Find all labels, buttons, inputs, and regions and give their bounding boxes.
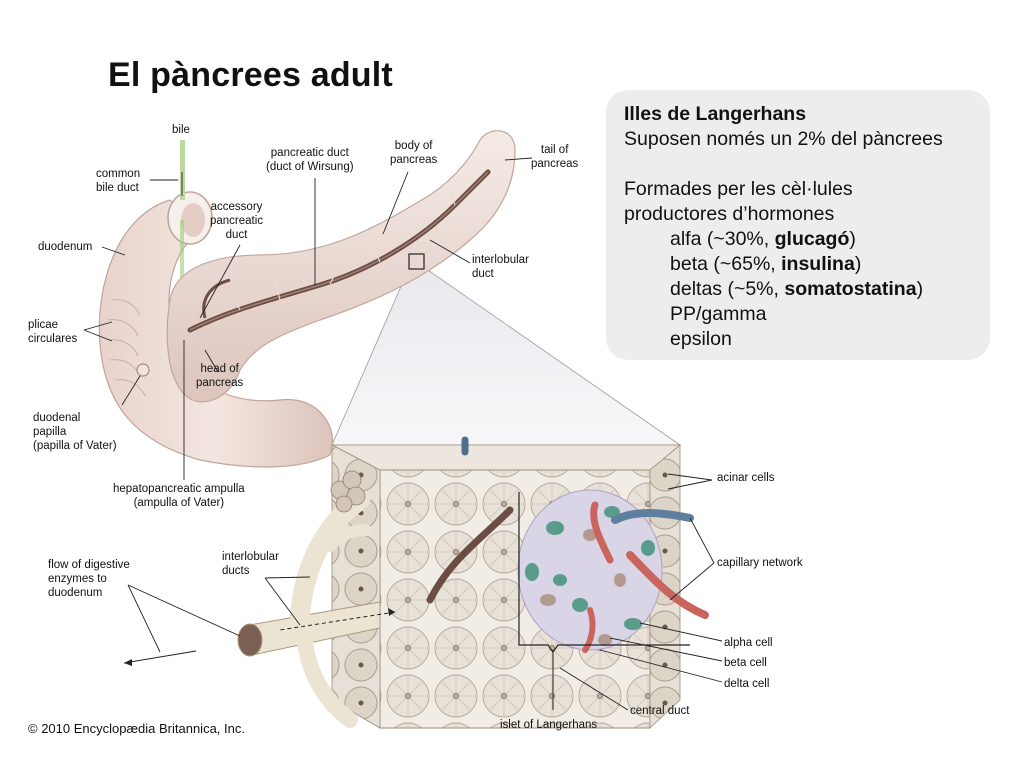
duodenal-papilla xyxy=(136,363,150,377)
cell-type-delta: deltas (~5%, somatostatina) xyxy=(670,278,924,300)
islets-info-box: Illes de Langerhans Suposen només un 2% … xyxy=(606,90,990,360)
acini-cluster xyxy=(330,470,366,513)
alpha-cells xyxy=(525,506,655,630)
label-delta-cell: delta cell xyxy=(724,678,770,690)
leader-lines xyxy=(83,157,723,711)
copyright-notice: © 2010 Encyclopædia Britannica, Inc. xyxy=(28,721,245,736)
pancreas-body xyxy=(166,130,516,403)
label-bile: bile xyxy=(172,124,190,136)
label-acinar-cells: acinar cells xyxy=(717,472,775,484)
page-title: El pàncrees adult xyxy=(108,56,393,94)
label-hepatopancreatic-ampulla: hepatopancreatic ampulla(ampulla of Vate… xyxy=(113,483,245,509)
info-heading: Illes de Langerhans xyxy=(624,103,807,125)
islet-bracket xyxy=(518,492,690,654)
label-islet-of-langerhans: islet of Langerhans xyxy=(500,719,598,731)
capillaries xyxy=(461,436,709,653)
cell-type-alpha: alfa (~30%, glucagó) xyxy=(670,228,856,250)
common-bile-duct xyxy=(180,140,185,200)
beta-cells xyxy=(540,529,626,646)
label-duodenum: duodenum xyxy=(38,241,93,253)
tissue-block-top xyxy=(331,444,682,471)
label-alpha-cell: alpha cell xyxy=(724,637,773,649)
label-capillary-network: capillary network xyxy=(717,557,803,569)
selection-box xyxy=(408,253,425,270)
cell-type-pp-gamma: PP/gamma xyxy=(670,303,767,325)
info-line-formed: Formades per les cèl·lules xyxy=(624,178,853,200)
block-central-duct xyxy=(426,506,514,604)
plicae-circulares xyxy=(107,299,146,397)
cell-type-epsilon: epsilon xyxy=(670,328,732,350)
cell-type-beta: beta (~65%, insulina) xyxy=(670,253,862,275)
info-line-hormones: productores d’hormones xyxy=(624,203,835,225)
label-beta-cell: beta cell xyxy=(724,657,767,669)
label-central-duct: central duct xyxy=(630,705,690,717)
info-line-proportion: Suposen només un 2% del pàncrees xyxy=(624,128,943,150)
label-pancreatic-duct: pancreatic duct(duct of Wirsung) xyxy=(266,147,354,173)
